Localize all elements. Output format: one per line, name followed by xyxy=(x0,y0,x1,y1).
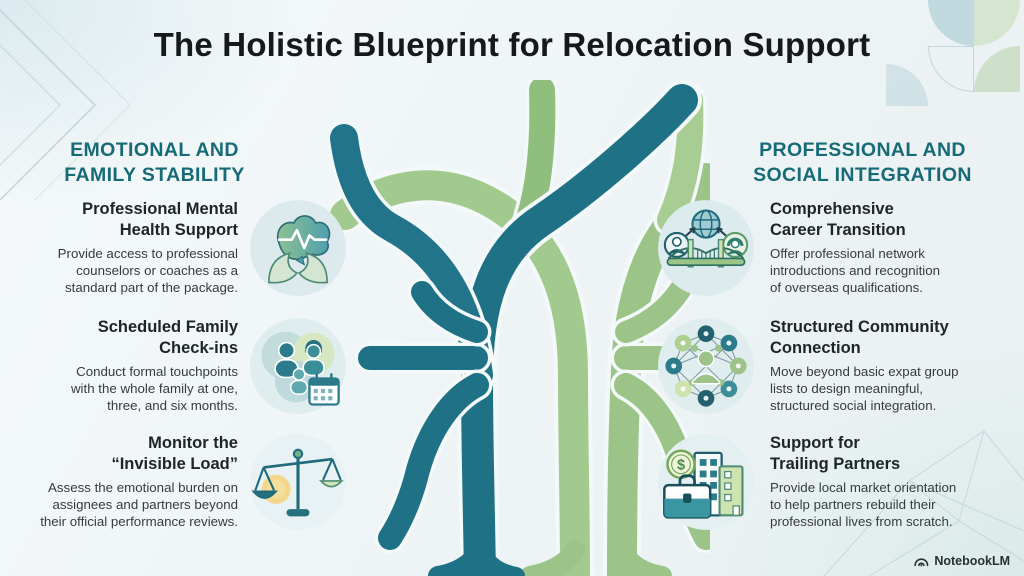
item-title: Support for Trailing Partners xyxy=(770,434,901,473)
community-network-icon xyxy=(658,318,754,414)
item-title: Scheduled Family Check-ins xyxy=(97,318,238,357)
item-title: Comprehensive Career Transition xyxy=(770,200,906,239)
item-trailing-partners: $ Support for Trailing Partners Provide … xyxy=(656,426,1008,538)
notebooklm-logo-icon xyxy=(914,558,929,567)
item-community-connection: Structured Community Connection Move bey… xyxy=(656,310,1008,422)
page-title: The Holistic Blueprint for Relocation Su… xyxy=(153,26,871,63)
item-body: Offer professional network introductions… xyxy=(770,245,941,296)
buildings-briefcase-icon: $ xyxy=(658,434,754,530)
item-title: Monitor the “Invisible Load” xyxy=(111,434,238,473)
right-column-header: PROFESSIONAL AND SOCIAL INTEGRATION xyxy=(753,139,972,187)
chevron-lines-decoration xyxy=(0,0,131,200)
watermark-label: NotebookLM xyxy=(934,554,1010,568)
item-body: Provide local market orientation to help… xyxy=(770,479,957,530)
item-title: Professional Mental Health Support xyxy=(82,200,238,239)
family-calendar-icon xyxy=(250,318,346,414)
globe-bridge-people-icon xyxy=(658,200,754,296)
item-title: Structured Community Connection xyxy=(770,318,949,357)
item-body: Move beyond basic expat group lists to d… xyxy=(770,363,959,414)
item-body: Provide access to professional counselor… xyxy=(57,245,238,296)
svg-text:$: $ xyxy=(677,458,685,474)
mesh-lines-decoration xyxy=(823,430,1024,576)
quarter-circle-decoration xyxy=(874,0,1024,130)
balance-scales-icon xyxy=(250,434,346,530)
item-body: Conduct formal touchpoints with the whol… xyxy=(70,363,238,414)
item-body: Assess the emotional burden on assignees… xyxy=(40,479,238,530)
brain-in-hands-icon xyxy=(250,200,346,296)
left-column-header: EMOTIONAL AND FAMILY STABILITY xyxy=(64,139,245,187)
intertwined-tree-graphic xyxy=(330,80,710,576)
item-mental-health-support: Professional Mental Health Support Provi… xyxy=(20,192,348,304)
watermark: NotebookLM xyxy=(913,554,1010,568)
item-family-check-ins: Scheduled Family Check-ins Conduct forma… xyxy=(20,310,348,422)
item-monitor-invisible-load: Monitor the “Invisible Load” Assess the … xyxy=(20,426,348,538)
item-career-transition: Comprehensive Career Transition Offer pr… xyxy=(656,192,1008,304)
